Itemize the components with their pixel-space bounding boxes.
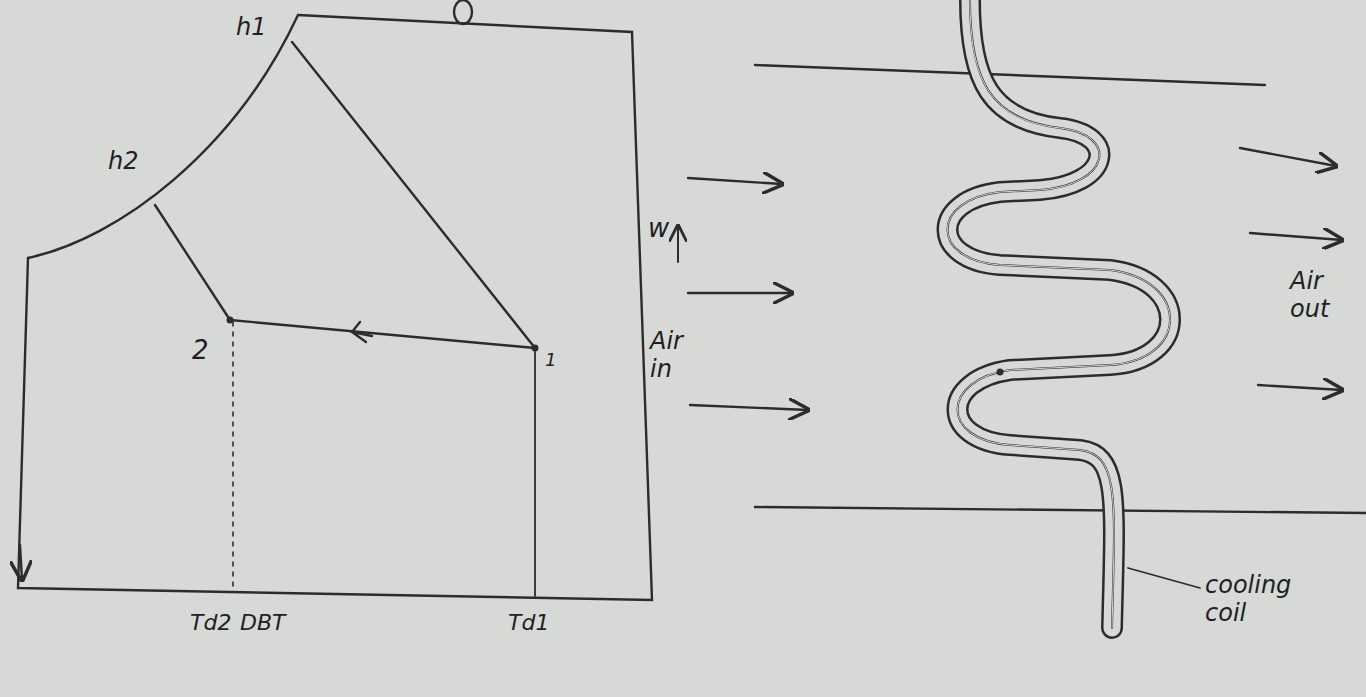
enthalpy-label: h2 [108, 148, 158, 176]
projection-line [232, 322, 234, 590]
state-point [532, 345, 539, 352]
state-number: 1 [545, 350, 569, 371]
process-arrow [352, 322, 372, 342]
duct-wall [755, 65, 1265, 85]
projection-line [534, 350, 536, 596]
process-line [230, 320, 535, 348]
air-arrow [690, 405, 808, 410]
air-arrow [1250, 233, 1342, 240]
leader-line [1128, 568, 1200, 588]
chart-frame [18, 15, 652, 600]
air-label: Air out [1290, 268, 1360, 323]
chart-mark [454, 0, 472, 24]
coil-label: cooling coil [1205, 572, 1325, 627]
air-arrow [1258, 385, 1342, 390]
air-arrow [688, 292, 792, 294]
enthalpy-label: h1 [236, 14, 286, 42]
humidity-arrow [677, 226, 679, 262]
axis-label: DBT [240, 610, 300, 635]
air-arrow [688, 178, 782, 184]
humidity-label: w [648, 214, 674, 244]
temperature-label: Td1 [508, 610, 558, 635]
duct-wall [755, 507, 1366, 513]
axis-arrow [20, 545, 22, 580]
enthalpy-line [292, 42, 535, 348]
saturation-curve [28, 15, 298, 258]
air-arrow [1240, 148, 1336, 166]
temperature-label: Td2 [190, 610, 234, 635]
air-label: Air in [650, 328, 710, 383]
coil-point [997, 369, 1004, 376]
state-number: 2 [192, 336, 222, 366]
state-point [227, 317, 234, 324]
cooling-coil [948, 0, 1171, 628]
enthalpy-line [155, 205, 230, 320]
